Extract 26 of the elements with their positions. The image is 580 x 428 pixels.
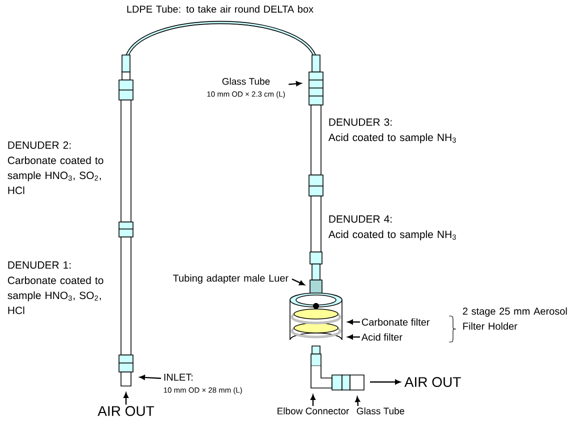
- leader-label: Glass Tube: [356, 407, 404, 414]
- leader-arrow: [310, 394, 316, 406]
- denuder-name: DENUDER 2:: [8, 141, 71, 149]
- leader-arrow: [355, 396, 360, 406]
- filter-holder-description: 2 stage 25 mm Aerosol Filter Holder: [462, 307, 567, 330]
- leader-arrow: [370, 380, 400, 384]
- leader-label: Tubing adapter male Luer: [173, 274, 288, 284]
- leader-arrow: [288, 81, 302, 86]
- denuder-name: DENUDER 3:: [329, 118, 392, 126]
- denuder-description: Acid coated to sample NH$_{3}$: [328, 230, 456, 240]
- denuder-name: DENUDER 1:: [8, 261, 71, 269]
- leader-label: AIR OUT: [404, 377, 461, 387]
- leader-label: Carbonate filter: [362, 318, 430, 326]
- leader-arrow: [292, 278, 305, 286]
- leader-arrow: [124, 392, 128, 405]
- leader-arrow: [140, 374, 162, 380]
- leader-label: Acid filter: [361, 333, 402, 341]
- denuder-name: DENUDER 4:: [329, 215, 392, 223]
- leader-label: AIR OUT: [98, 406, 154, 416]
- page-title: LDPE Tube: to take air round DELTA box: [127, 5, 314, 13]
- denuder-description: Acid coated to sample NH$_{3}$: [328, 133, 456, 144]
- leader-label: Elbow Connector: [278, 407, 349, 414]
- denuder-description: Carbonate coated to sample HNO$_{3}$, SO$_{2}$, HCl: [8, 156, 104, 194]
- leader-arrow: [348, 320, 360, 324]
- denuder-description: Carbonate coated to sample HNO$_{3}$, SO$_{2}$, HCl: [8, 276, 104, 314]
- leader-arrow: [348, 334, 360, 340]
